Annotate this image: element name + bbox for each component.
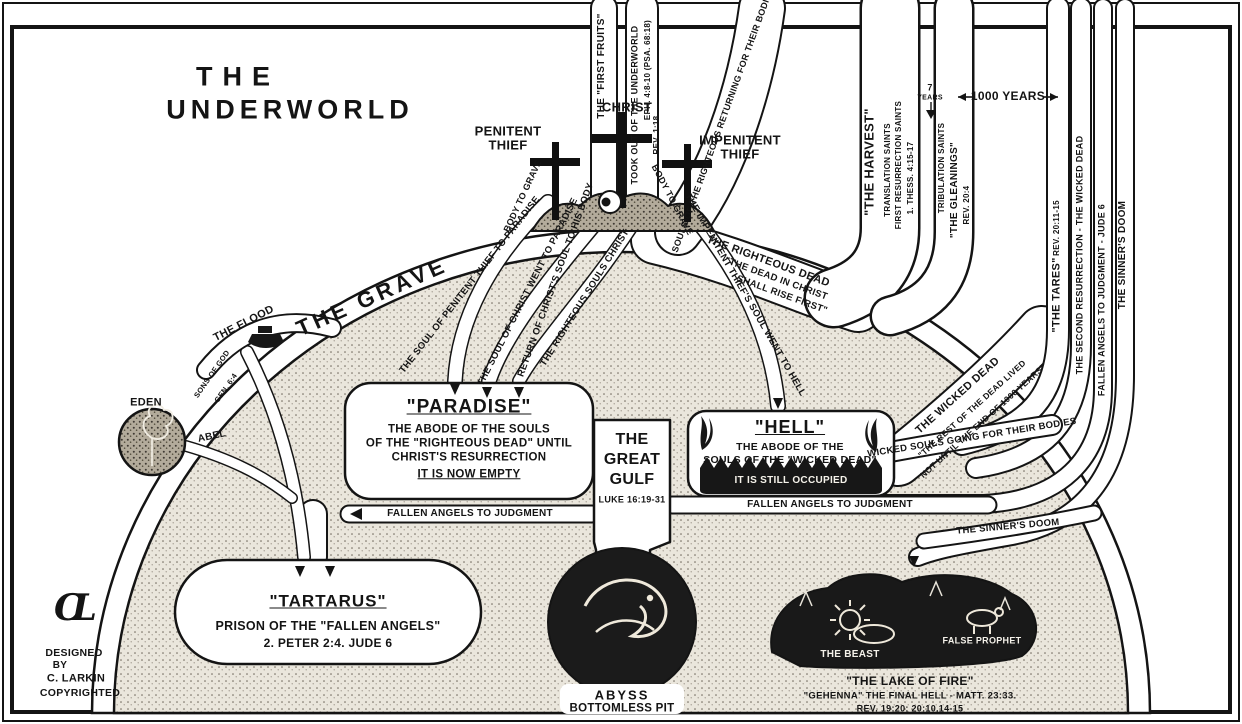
lake-of-fire-title: "THE LAKE OF FIRE" (846, 674, 974, 688)
harvest-label: "THE HARVEST" (861, 108, 877, 216)
impenitent-thief-label2: THIEF (720, 146, 760, 162)
translation-saints-label: TRANSLATION SAINTS (883, 123, 892, 217)
false-prophet-label: FALSE PROPHET (942, 635, 1022, 646)
thessalonians-ref: 1. THESS. 4:15-17 (906, 141, 915, 215)
lake-of-fire (770, 573, 1038, 669)
tartarus-line2: 2. PETER 2:4. JUDE 6 (263, 636, 393, 650)
paradise-line3: CHRIST'S RESURRECTION (391, 451, 547, 464)
seven-years-label: 7 (927, 82, 933, 93)
ephesians-ref: EPH. 4:8-10 (PSA. 68:18) (643, 19, 652, 121)
fallen-angels-left-label: FALLEN ANGELS TO JUDGMENT (387, 508, 553, 519)
abyss-label2: BOTTOMLESS PIT (569, 702, 675, 715)
gleanings-ref: REV. 20:4 (962, 185, 971, 225)
path-lanes (180, 0, 1135, 572)
hell-flames (700, 416, 882, 494)
chart-title-line1: THE (196, 61, 280, 92)
penitent-thief-label: PENITENT (474, 123, 542, 139)
tares-label: "THE TARES" (1050, 257, 1063, 333)
fallen-angels-jude-label: FALLEN ANGELS TO JUDGMENT - JUDE 6 (1096, 203, 1107, 397)
paradise-title: "PARADISE" (406, 396, 532, 418)
first-resurrection-saints-label: FIRST RESURRECTION SAINTS (894, 100, 903, 230)
christ-cross (618, 112, 626, 208)
credit-line4: COPYRIGHTED (39, 686, 121, 699)
great-gulf-word3: GULF (609, 471, 655, 488)
larkin-monogram: CL (54, 587, 97, 629)
credit-line1: DESIGNED (45, 646, 103, 659)
gleanings-label: "THE GLEANINGS" (949, 141, 960, 239)
abyss-label: ABYSS (594, 687, 650, 703)
tartarus-title: "TARTARUS" (269, 591, 387, 611)
penitent-thief-label2: THIEF (488, 137, 528, 153)
arrows (295, 93, 1058, 577)
tribulation-saints-label: TRIBULATION SAINTS (937, 122, 946, 214)
credit-line2: BY (52, 660, 68, 671)
abyss-pit (547, 547, 697, 714)
ark-icon (248, 334, 284, 348)
calvary (530, 112, 716, 232)
hell-line1: THE ABODE OF THE (736, 440, 844, 453)
fallen-angels-right-label: FALLEN ANGELS TO JUDGMENT (747, 499, 913, 510)
paradise-line2: OF THE "RIGHTEOUS DEAD" UNTIL (365, 437, 573, 450)
lake-of-fire-line2: REV. 19:20; 20:10,14-15 (856, 703, 964, 714)
hell-title: "HELL" (754, 417, 826, 437)
paradise-line4: IT IS NOW EMPTY (417, 468, 521, 481)
paradise-line1: THE ABODE OF THE SOULS (387, 423, 551, 436)
second-resurrection-label: THE SECOND RESURRECTION - THE WICKED DEA… (1074, 135, 1085, 375)
revelation-ref: REV. 1:18 (652, 115, 661, 155)
chart-title-line2: UNDERWORLD (166, 94, 414, 125)
tartarus-line1: PRISON OF THE "FALLEN ANGELS" (215, 618, 441, 633)
penitent-thief-cross (552, 142, 559, 220)
great-gulf-ref: LUKE 16:19-31 (598, 494, 666, 505)
impenitent-thief-label: IMPENITENT (699, 132, 781, 148)
seven-years-label2: YEARS (917, 94, 943, 102)
beast-label: THE BEAST (820, 649, 880, 660)
took-out-label: TOOK OUT OF THE UNDERWORLD (629, 25, 640, 185)
eden-tree-icon (142, 403, 174, 466)
lake-of-fire-line1: "GEHENNA" THE FINAL HELL - MATT. 23:33. (803, 690, 1017, 702)
beast-icon (830, 600, 895, 644)
tares-ref: REV. 20:11-15 (1052, 200, 1061, 256)
false-prophet-icon (966, 607, 1004, 634)
sinners-doom-vertical-label: THE SINNER'S DOOM (1117, 200, 1128, 310)
first-fruits-label: THE "FIRST FRUITS" (596, 13, 607, 119)
thousand-years-label: 1000 YEARS (970, 89, 1046, 103)
great-gulf-word2: GREAT (603, 451, 661, 468)
credit-line3: C. LARKIN (46, 672, 106, 685)
hell-line3: IT IS STILL OCCUPIED (734, 475, 848, 486)
abyss-dragon-icon (583, 578, 668, 639)
great-gulf-word1: THE (615, 431, 649, 448)
eden-label: EDEN (130, 396, 162, 409)
tartarus-box (173, 558, 483, 666)
impenitent-thief-cross (684, 144, 691, 222)
christ-label: CHRIST (601, 99, 653, 115)
hell-line2: SOULS OF THE "WICKED DEAD" (703, 453, 877, 466)
